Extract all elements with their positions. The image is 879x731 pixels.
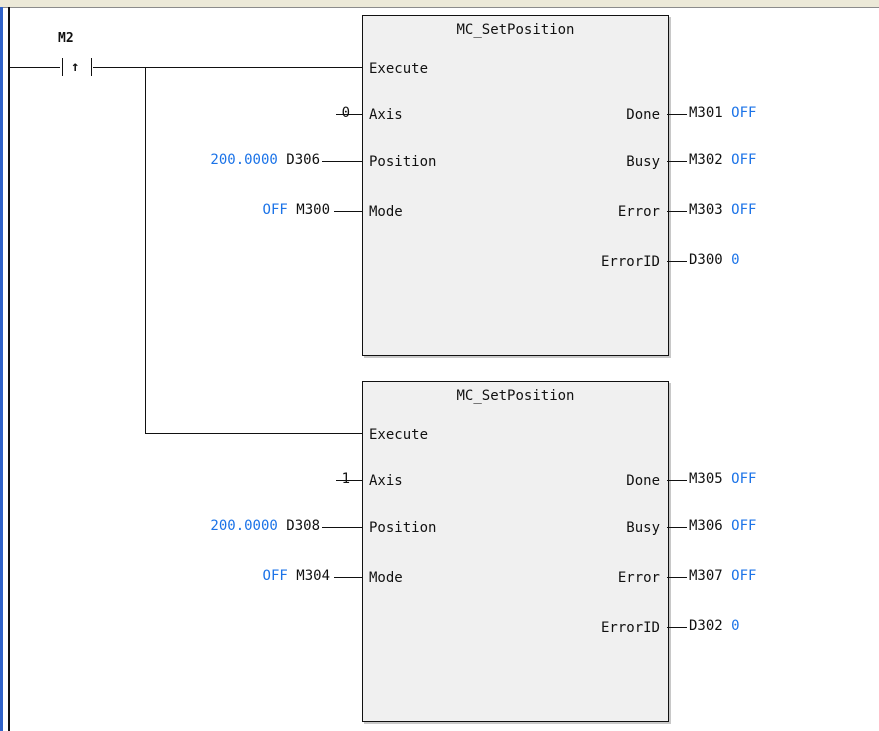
wire [334,577,362,578]
errorid-variable: D302 [689,618,723,634]
errorid-value: 0 [731,252,740,268]
mode-variable: M304 [296,568,330,584]
wire [336,114,362,115]
errorid-value: 0 [731,618,740,634]
contact-bar-right [91,58,92,76]
wire [667,480,687,481]
done-variable: M301 [689,105,723,121]
pin-errorid: ErrorID [600,254,660,270]
pin-axis: Axis [369,473,403,489]
done-value: OFF [731,105,757,121]
pin-execute: Execute [369,61,429,77]
pin-error: Error [617,204,660,220]
pin-position: Position [369,520,437,536]
busy-value: OFF [731,152,757,168]
wire [667,527,687,528]
rising-edge-contact[interactable]: ↑ [60,58,94,76]
wire [667,577,687,578]
power-rail [8,7,10,731]
rung-line-main [93,67,362,68]
input-mode-1[interactable]: OFF M300 [130,201,330,219]
wire [322,527,362,528]
position-value: 200.0000 [210,152,278,168]
error-value: OFF [731,568,757,584]
input-position-2[interactable]: 200.0000 D308 [120,517,320,535]
error-variable: M307 [689,568,723,584]
input-mode-2[interactable]: OFF M304 [130,567,330,585]
position-value: 200.0000 [210,518,278,534]
busy-variable: M306 [689,518,723,534]
pin-mode: Mode [369,570,403,586]
done-value: OFF [731,471,757,487]
done-variable: M305 [689,471,723,487]
pin-busy: Busy [626,520,660,536]
block-title: MC_SetPosition [456,22,575,38]
pin-error: Error [617,570,660,586]
block-title: MC_SetPosition [456,388,575,404]
output-errorid-1[interactable]: D300 0 [689,251,740,269]
pin-axis: Axis [369,107,403,123]
output-busy-2[interactable]: M306 OFF [689,517,756,535]
pin-done: Done [626,473,660,489]
pin-mode: Mode [369,204,403,220]
output-busy-1[interactable]: M302 OFF [689,151,756,169]
error-value: OFF [731,202,757,218]
wire [322,161,362,162]
contact-label: M2 [58,31,74,46]
mode-value: OFF [262,202,288,218]
pin-position: Position [369,154,437,170]
wire [336,480,362,481]
input-position-1[interactable]: 200.0000 D306 [120,151,320,169]
input-axis-1[interactable]: 0 [150,104,350,122]
position-variable: D308 [286,518,320,534]
errorid-variable: D300 [689,252,723,268]
wire [334,211,362,212]
pin-done: Done [626,107,660,123]
function-block-1[interactable]: MC_SetPosition Execute Axis Position Mod… [362,15,669,356]
branch-line-to-block2 [145,433,362,434]
axis-value: 0 [341,105,350,121]
pin-busy: Busy [626,154,660,170]
wire [667,161,687,162]
output-done-2[interactable]: M305 OFF [689,470,756,488]
mode-variable: M300 [296,202,330,218]
error-variable: M303 [689,202,723,218]
wire [667,627,687,628]
mode-value: OFF [262,568,288,584]
axis-value: 1 [341,471,350,487]
input-axis-2[interactable]: 1 [150,470,350,488]
wire [667,114,687,115]
output-done-1[interactable]: M301 OFF [689,104,756,122]
busy-value: OFF [731,518,757,534]
branch-vertical [145,67,146,433]
output-error-2[interactable]: M307 OFF [689,567,756,585]
output-error-1[interactable]: M303 OFF [689,201,756,219]
rising-edge-icon: ↑ [71,59,80,75]
pin-errorid: ErrorID [600,620,660,636]
position-variable: D306 [286,152,320,168]
rung-line-left [10,67,60,68]
output-errorid-2[interactable]: D302 0 [689,617,740,635]
pin-execute: Execute [369,427,429,443]
editor-top-border [0,0,879,8]
wire [667,211,687,212]
contact-bar-left [62,58,63,76]
function-block-2[interactable]: MC_SetPosition Execute Axis Position Mod… [362,381,669,722]
editor-left-rail [0,7,3,731]
busy-variable: M302 [689,152,723,168]
wire [667,261,687,262]
